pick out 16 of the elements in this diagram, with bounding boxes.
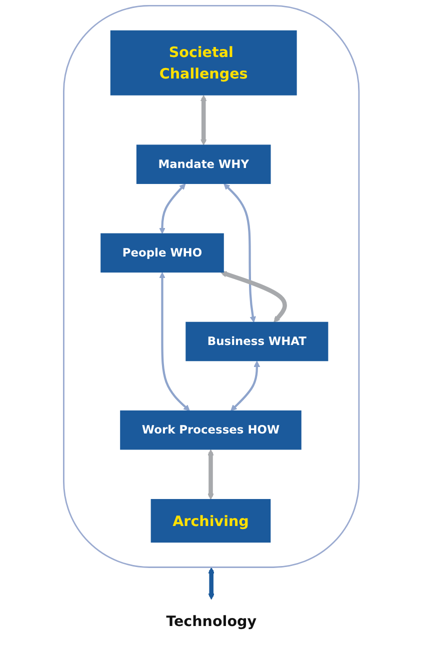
arrow [159, 272, 190, 412]
node-box: Societal Challenges [110, 30, 297, 96]
node-box: Business WHAT [186, 322, 328, 362]
cluster [63, 5, 360, 568]
node-box: Archiving [150, 499, 271, 543]
arrow [230, 360, 260, 412]
arrow [224, 184, 256, 322]
arrow [208, 567, 215, 600]
arrow [220, 271, 288, 322]
arrow [159, 184, 186, 234]
arrow [200, 95, 207, 146]
node-box: People WHO [100, 233, 224, 273]
node-box: Work Processes HOW [120, 410, 302, 450]
arrow [208, 449, 214, 500]
node-text: Technology [166, 612, 257, 630]
node-box: Mandate WHY [136, 144, 271, 184]
